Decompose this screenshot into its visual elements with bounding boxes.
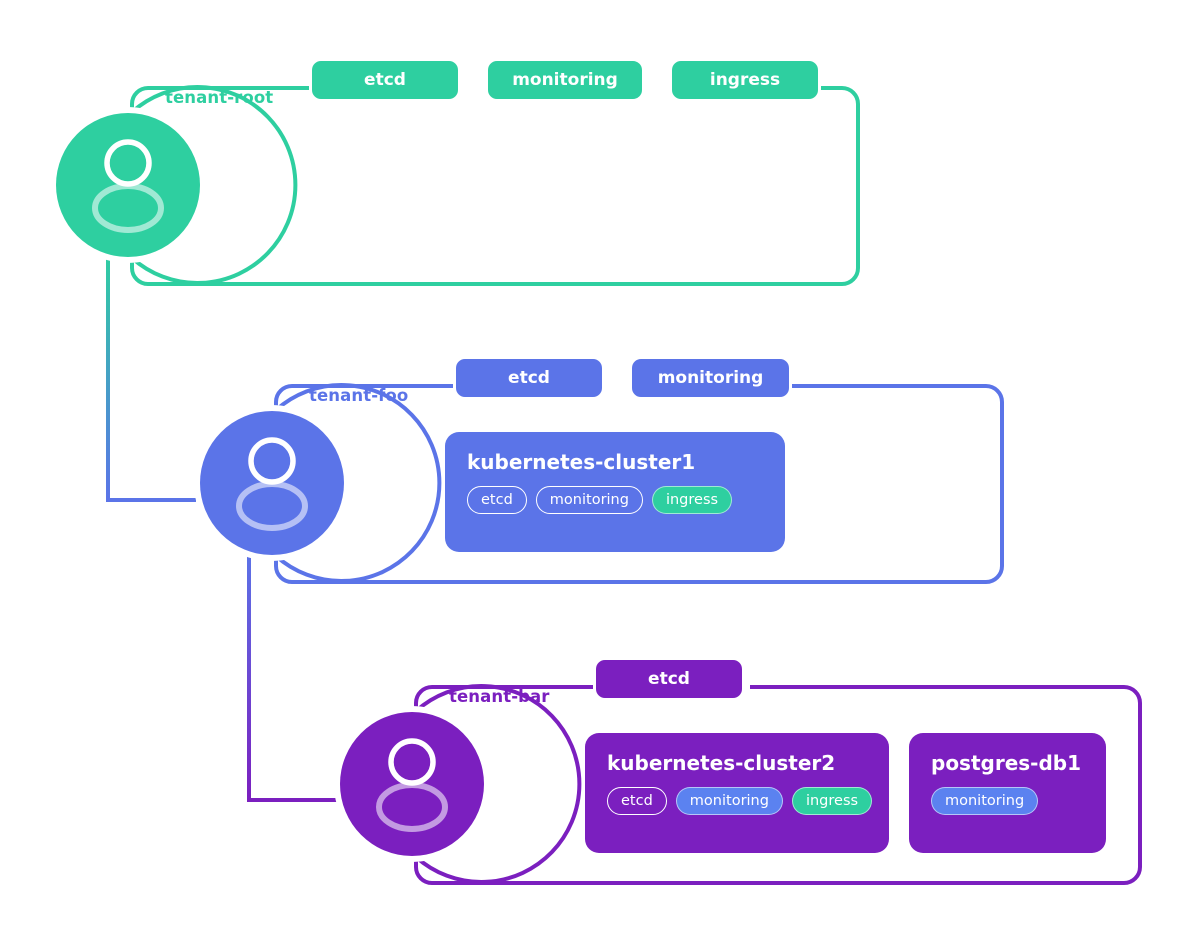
tenant-foo-chip-etcd[interactable]: etcd	[453, 356, 605, 400]
resource-chip-monitoring[interactable]: monitoring	[535, 486, 643, 514]
tenant-root-frame	[130, 85, 860, 286]
resource-card-chips: monitoring	[931, 787, 1084, 815]
resource-chip-etcd[interactable]: etcd	[607, 787, 667, 815]
connector-foo-to-bar	[247, 550, 337, 802]
resource-chip-ingress[interactable]: ingress	[791, 787, 873, 815]
resource-card-chips: etcd monitoring ingress	[467, 486, 763, 514]
tenant-root-chip-monitoring[interactable]: monitoring	[485, 58, 645, 102]
resource-chip-ingress[interactable]: ingress	[651, 486, 733, 514]
resource-card-title: kubernetes-cluster1	[467, 450, 696, 474]
tenant-foo-avatar[interactable]	[194, 405, 350, 561]
tenant-root-chip-etcd[interactable]: etcd	[309, 58, 461, 102]
tenant-foo-label: tenant-foo	[309, 386, 409, 405]
connector-root-to-foo	[106, 250, 196, 502]
resource-card-postgres-db1[interactable]: postgres-db1 monitoring	[909, 733, 1106, 853]
tenant-bar-avatar[interactable]	[334, 706, 490, 862]
tenant-bar-chip-etcd[interactable]: etcd	[593, 657, 745, 701]
resource-chip-etcd[interactable]: etcd	[467, 486, 527, 514]
tenant-bar-frame	[414, 684, 1142, 885]
resource-card-kubernetes-cluster1[interactable]: kubernetes-cluster1 etcd monitoring ingr…	[445, 432, 785, 552]
resource-card-title: postgres-db1	[931, 751, 1082, 775]
tenant-root-label: tenant-root	[165, 88, 274, 107]
resource-card-chips: etcd monitoring ingress	[607, 787, 873, 815]
tenant-root-avatar[interactable]	[50, 107, 206, 263]
tenant-foo-frame	[274, 383, 1004, 584]
resource-card-title: kubernetes-cluster2	[607, 751, 836, 775]
resource-card-kubernetes-cluster2[interactable]: kubernetes-cluster2 etcd monitoring ingr…	[585, 733, 889, 853]
resource-chip-monitoring[interactable]: monitoring	[931, 787, 1039, 815]
tenant-bar-label: tenant-bar	[449, 687, 550, 706]
resource-chip-monitoring[interactable]: monitoring	[675, 787, 783, 815]
tenant-foo-chip-monitoring[interactable]: monitoring	[629, 356, 792, 400]
tenant-root-chip-ingress[interactable]: ingress	[669, 58, 821, 102]
